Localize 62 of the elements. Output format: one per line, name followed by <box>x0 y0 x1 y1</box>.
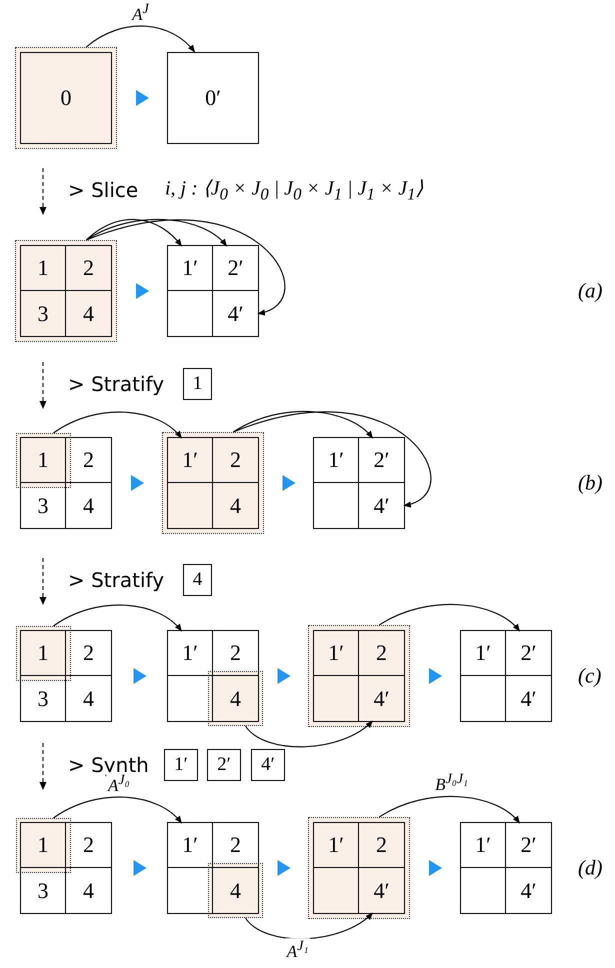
matrix-cell: 4′ <box>506 868 551 913</box>
curved-arrow <box>245 720 374 748</box>
matrix-grid <box>460 630 552 722</box>
chevron-arrow <box>134 668 146 684</box>
curved-arrow <box>86 220 286 314</box>
slice-formula: i, j : ⟨J$_{0}$ × J$_{0}$ | J$_{0}$ × J$_{1}$ | J$_{1}$ × J$_{1}$⟩ <box>165 176 424 204</box>
matrix-cell: 4′ <box>506 676 551 721</box>
matrix-cell: 4 <box>66 868 111 913</box>
matrix-cell: 2′ <box>506 631 551 676</box>
curved-arrow <box>378 796 520 824</box>
matrix-block: 0′ <box>167 52 259 144</box>
chevron-arrow <box>134 860 146 876</box>
row-label: (b) <box>578 470 602 496</box>
boxed-label: 2′ <box>207 749 241 781</box>
chevron-arrow <box>429 860 442 876</box>
curved-arrow <box>378 604 520 632</box>
chevron-arrow <box>136 90 149 106</box>
matrix-block: 0 <box>20 52 112 144</box>
chevron-arrow <box>282 475 296 491</box>
matrix-cell: 1′ <box>168 246 213 291</box>
step-label: > Stratify <box>68 372 164 396</box>
matrix-cell: 4 <box>66 676 111 721</box>
matrix-cell: 2′ <box>213 246 258 291</box>
curved-arrow <box>233 412 432 506</box>
matrix-cell: 2′ <box>359 438 404 483</box>
chevron-arrow <box>429 668 442 684</box>
curved-arrow <box>86 218 182 247</box>
matrix-cell: 4′ <box>359 868 404 913</box>
matrix-grid <box>167 245 259 337</box>
step-label: > Stratify <box>68 568 164 592</box>
row-label: (d) <box>578 856 602 880</box>
matrix-cell: 4 <box>213 868 258 913</box>
matrix-cell: 4 <box>66 291 111 336</box>
chevron-arrow <box>278 668 290 684</box>
boxed-label: 1′ <box>164 749 198 781</box>
row-label: (c) <box>578 664 602 688</box>
matrix-cell: 4 <box>66 483 111 528</box>
matrix-cell: 4 <box>213 483 258 528</box>
chevron-arrow <box>136 283 149 299</box>
matrix-cell: 1′ <box>314 438 359 483</box>
curved-arrow <box>53 412 182 439</box>
matrix-cell: 4′ <box>213 291 258 336</box>
matrix-cell: 4′ <box>359 676 404 721</box>
step-label: > Slice <box>68 178 138 202</box>
matrix-cell: 1′ <box>461 823 506 868</box>
boxed-label: 4 <box>183 564 212 596</box>
matrix-cell: 1′ <box>461 631 506 676</box>
chevron-arrow <box>131 475 144 491</box>
matrix-grid <box>313 437 405 529</box>
matrix-cell: 4 <box>213 676 258 721</box>
matrix-cell: 2′ <box>506 823 551 868</box>
chevron-arrow <box>278 860 290 876</box>
curved-arrow <box>53 604 182 632</box>
curved-arrow <box>86 26 196 53</box>
curved-arrow <box>86 219 228 247</box>
matrix-grid <box>460 822 552 914</box>
matrix-cell: 4′ <box>359 483 404 528</box>
boxed-label: 1 <box>183 368 212 400</box>
curved-arrow <box>53 796 182 824</box>
row-label: (a) <box>578 278 602 304</box>
boxed-label: 4′ <box>251 749 285 781</box>
curved-arrow <box>232 411 374 439</box>
